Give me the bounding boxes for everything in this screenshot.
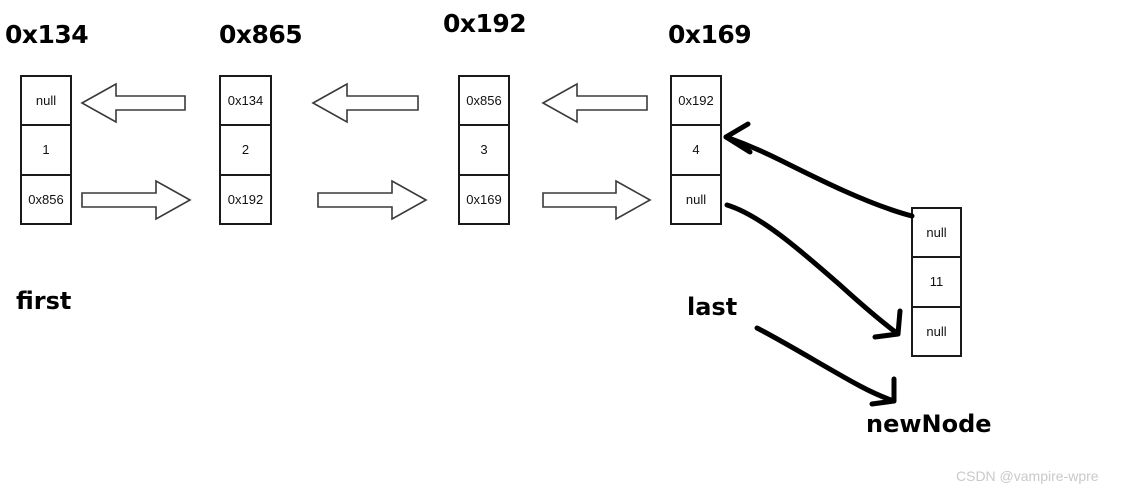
- node4-next-to-newnode-curve: [724, 202, 903, 340]
- prev-arrow-2: [311, 82, 419, 124]
- node-value-cell: 1: [22, 126, 70, 176]
- newnode-pointer-label: newNode: [866, 410, 992, 438]
- node-value-cell: 4: [672, 126, 720, 176]
- first-pointer-label: first: [16, 287, 72, 315]
- node-prev-cell: 0x134: [221, 77, 270, 127]
- new-node-next-cell: null: [913, 307, 960, 355]
- last-label-to-newnode-curve: [754, 325, 897, 407]
- node-address-label: 0x169: [668, 20, 752, 49]
- linked-list-node: 0x192 4 null: [670, 75, 722, 225]
- node-next-cell: 0x169: [460, 175, 508, 223]
- next-arrow-1: [81, 179, 192, 221]
- next-arrow-3: [542, 179, 652, 221]
- node-prev-cell: null: [22, 77, 70, 127]
- next-arrow-2: [317, 179, 428, 221]
- last-pointer-label: last: [687, 293, 738, 321]
- prev-arrow-3: [541, 82, 648, 124]
- node-next-cell: 0x856: [22, 175, 70, 223]
- node-prev-cell: 0x856: [460, 77, 508, 127]
- new-node-box: null 11 null: [911, 207, 962, 357]
- node-value-cell: 3: [460, 126, 508, 176]
- node-address-label: 0x192: [443, 9, 527, 38]
- node-next-cell: 0x192: [221, 175, 270, 223]
- node-next-cell: null: [672, 175, 720, 223]
- linked-list-node: 0x856 3 0x169: [458, 75, 510, 225]
- new-node-value-cell: 11: [913, 258, 960, 308]
- node-value-cell: 2: [221, 126, 270, 176]
- new-node-prev-cell: null: [913, 209, 960, 259]
- linked-list-node: null 1 0x856: [20, 75, 72, 225]
- linked-list-node: 0x134 2 0x192: [219, 75, 272, 225]
- csdn-watermark: CSDN @vampire-wpre: [956, 468, 1099, 484]
- prev-arrow-1: [80, 82, 186, 124]
- node-address-label: 0x865: [219, 20, 303, 49]
- node-prev-cell: 0x192: [672, 77, 720, 127]
- newnode-prev-to-node4-curve: [723, 121, 915, 219]
- node-address-label: 0x134: [5, 20, 89, 49]
